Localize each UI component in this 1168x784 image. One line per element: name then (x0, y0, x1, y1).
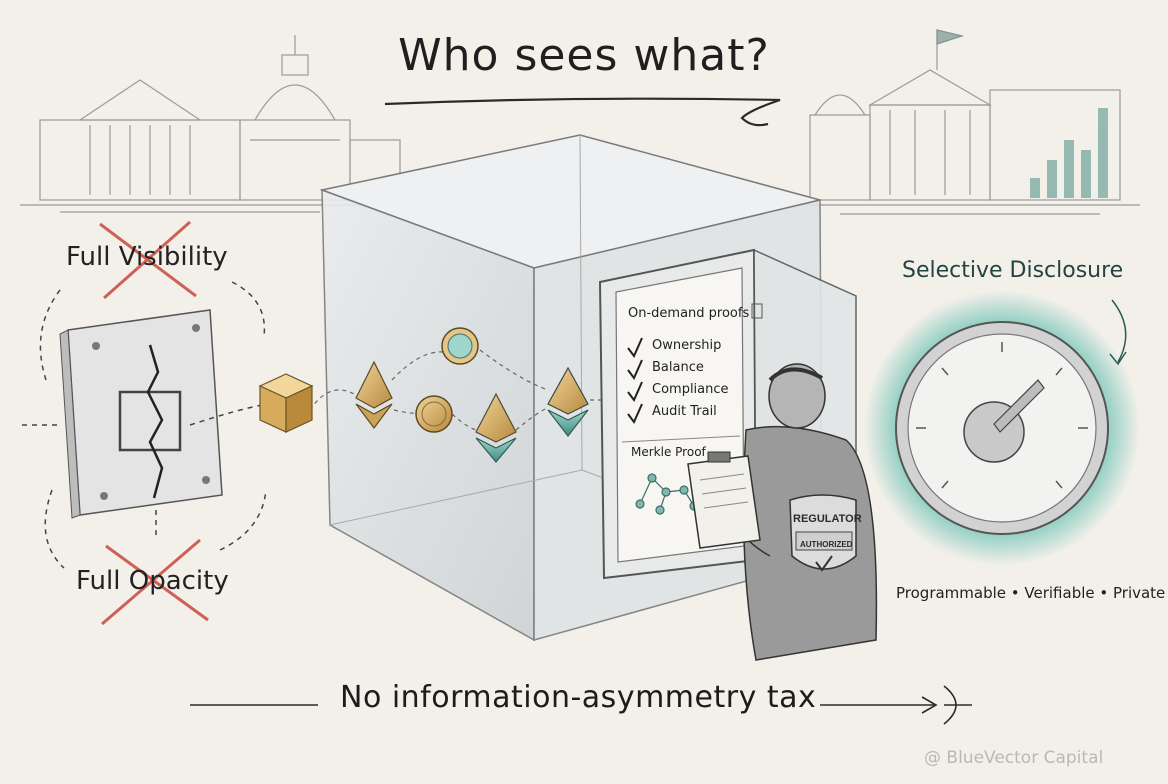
clipboard-icon (687, 451, 761, 549)
cross-mark-icon (99, 220, 209, 626)
arrow-icon (22, 281, 267, 569)
page-title: Who sees what? (398, 30, 770, 81)
ethereum-icon (355, 360, 393, 429)
checkmark-icon (627, 337, 643, 424)
panel-heading: On-demand proofs (628, 306, 750, 321)
bar-chart-sketch (1030, 108, 1108, 198)
dial-icon (864, 290, 1140, 566)
selective-disclosure-heading: Selective Disclosure (902, 258, 1124, 283)
ethereum-icon (547, 366, 589, 437)
panel-item-compliance: Compliance (652, 382, 729, 397)
coin-icon (441, 327, 479, 365)
arrow-icon (1109, 299, 1127, 366)
arrow-icon (190, 685, 972, 725)
watermark: @ BlueVector Capital (924, 748, 1104, 768)
bottom-tagline: No information-asymmetry tax (340, 680, 817, 715)
switch-icon (59, 309, 223, 519)
title-underline (384, 97, 781, 127)
merkle-tree-icon (635, 473, 699, 515)
coin-icon (415, 395, 453, 433)
panel-item-ownership: Ownership (652, 338, 722, 353)
full-visibility-label: Full Visibility (66, 242, 228, 272)
panel-item-audit-trail: Audit Trail (652, 404, 717, 419)
ethereum-icon (475, 392, 517, 463)
badge-title: REGULATOR (793, 513, 862, 525)
building-icon (760, 29, 1140, 215)
panel-item-balance: Balance (652, 360, 704, 375)
merkle-proof-label: Merkle Proof (631, 445, 706, 459)
full-opacity-label: Full Opacity (76, 566, 229, 596)
cube-icon (258, 373, 314, 433)
badge-subtitle: AUTHORIZED (800, 540, 853, 549)
shield-badge-icon (789, 494, 857, 572)
selective-disclosure-tagline: Programmable • Verifiable • Private (896, 584, 1166, 602)
